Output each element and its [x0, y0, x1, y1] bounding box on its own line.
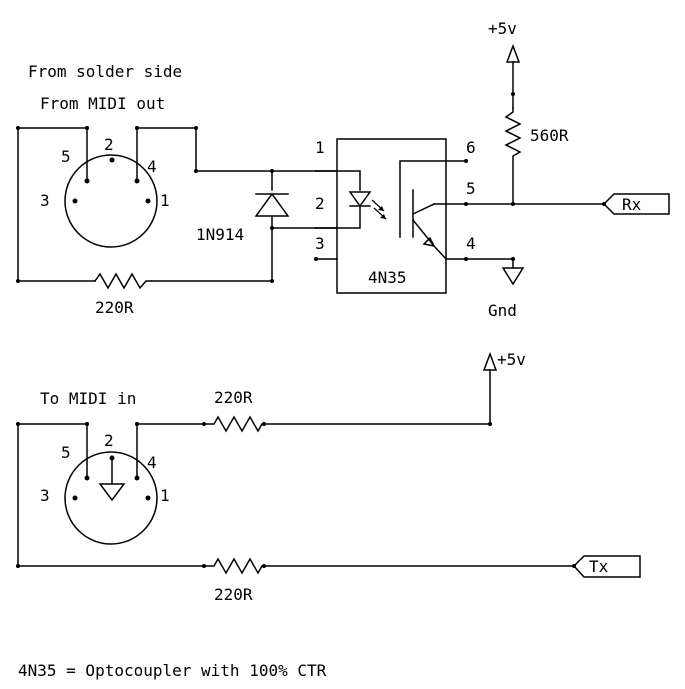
pullup-resistor-label: 560R	[530, 126, 569, 145]
optocoupler-body	[336, 138, 447, 294]
upper-din-pin3: 3	[40, 191, 50, 210]
upper-din-pin1: 1	[160, 191, 170, 210]
upper-din-pin4: 4	[147, 157, 157, 176]
opto-pin6: 6	[466, 138, 476, 157]
diode-1n914: 1N914	[196, 192, 290, 244]
upper-din-pin2: 2	[104, 135, 114, 154]
upper-din-pin5: 5	[61, 147, 71, 166]
lower-top-resistor-label: 220R	[214, 388, 253, 407]
opto-pin5: 5	[466, 179, 476, 198]
opto-pin2: 2	[315, 194, 325, 213]
lower-bottom-resistor: 220R	[203, 557, 265, 604]
footnote: 4N35 = Optocoupler with 100% CTR	[18, 661, 327, 680]
upper-input-resistor-label: 220R	[95, 298, 134, 317]
lower-top-resistor: 220R	[203, 388, 265, 433]
opto-pin4: 4	[466, 234, 476, 253]
din-socket-outline	[64, 451, 158, 545]
optocoupler-part-label: 4N35	[368, 268, 407, 287]
upper-input-resistor: 220R	[93, 272, 152, 317]
lower-din-pin4: 4	[147, 453, 157, 472]
lower-din-pin1: 1	[160, 486, 170, 505]
lower-bottom-resistor-label: 220R	[214, 585, 253, 604]
rx-port	[602, 193, 670, 215]
lower-caption: To MIDI in	[40, 389, 136, 408]
lower-supply-label: +5v	[497, 350, 526, 369]
lower-din-pin2: 2	[104, 431, 114, 450]
upper-circuit: From solder side From MIDI out 5 2 4 3 1	[16, 19, 670, 320]
upper-supply-label: +5v	[488, 19, 517, 38]
lower-supply-arrow	[482, 351, 498, 371]
upper-din-connector: 5 2 4 3 1	[40, 135, 170, 248]
upper-supply-arrow	[505, 43, 521, 63]
ground-label: Gnd	[488, 301, 517, 320]
opto-pin3: 3	[315, 234, 325, 253]
lower-din-pin5: 5	[61, 443, 71, 462]
ground-symbol	[501, 267, 525, 286]
shield-ground-symbol	[98, 483, 126, 502]
optocoupler-4n35: 1 2 3 6 5 4 4N35	[315, 138, 476, 294]
tx-port	[572, 555, 641, 578]
rx-port-label: Rx	[622, 195, 642, 214]
diode-label: 1N914	[196, 225, 244, 244]
lower-circuit: To MIDI in 5 2 4 3 1 22	[16, 350, 641, 604]
upper-caption-line1: From solder side	[28, 62, 182, 81]
lower-din-pin3: 3	[40, 486, 50, 505]
opto-pin1: 1	[315, 138, 325, 157]
tx-port-label: Tx	[589, 557, 609, 576]
upper-caption-line2: From MIDI out	[40, 94, 165, 113]
din-socket-outline	[64, 154, 158, 248]
output-stage: Gnd +5v 560R Rx	[445, 19, 670, 320]
lower-din-connector: 5 2 4 3 1	[40, 431, 170, 545]
